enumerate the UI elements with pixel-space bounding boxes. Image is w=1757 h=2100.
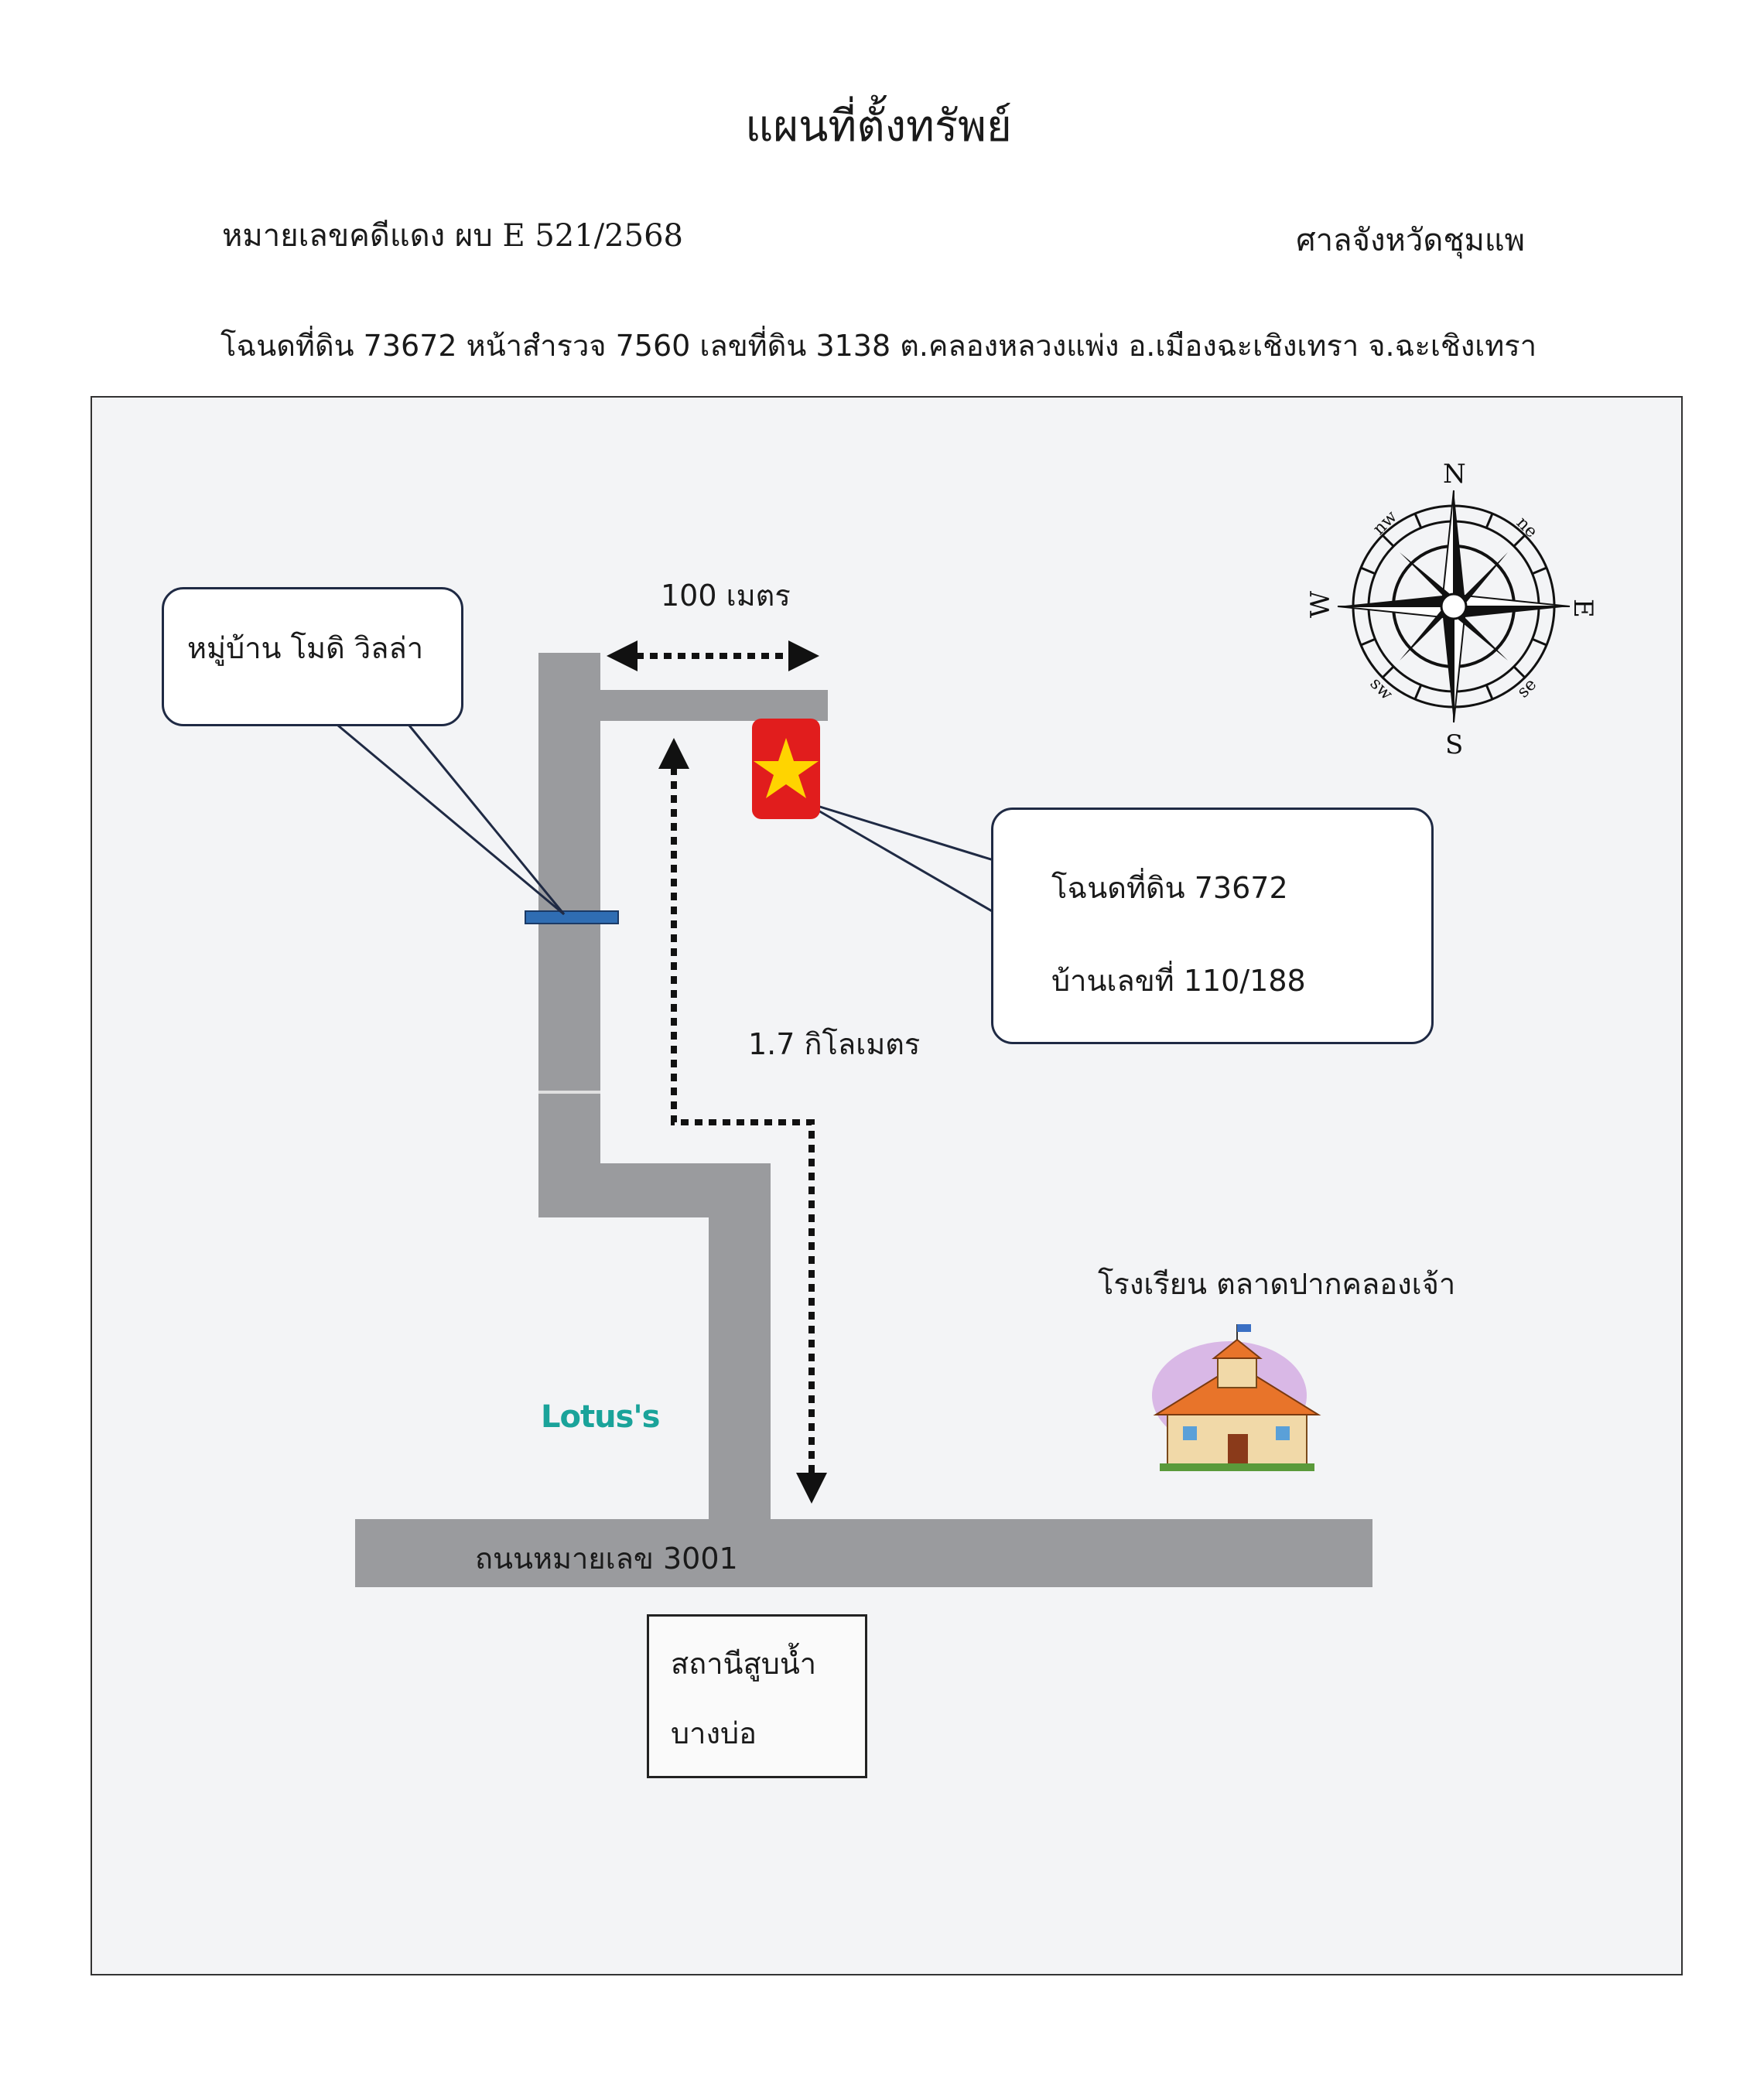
compass-rose-icon: N S E W nw ne sw se [1305, 459, 1598, 760]
compass-ne-label: ne [1513, 513, 1541, 541]
compass-se-label: se [1513, 675, 1540, 702]
main-road [355, 1519, 1372, 1587]
distance-side-label: 1.7 กิโลเมตร [748, 1027, 921, 1061]
distance-top-label: 100 เมตร [661, 579, 791, 613]
village-road-down [709, 1163, 771, 1519]
map-drawing: N S E W nw ne sw se [337, 459, 1598, 1587]
pump-station-line2: บางบ่อ [671, 1716, 757, 1750]
school-building-icon [1152, 1324, 1321, 1471]
property-callout-pointer [802, 800, 995, 914]
distance-arrow-side [658, 738, 827, 1504]
main-road-label: ถนนหมายเลข 3001 [475, 1542, 738, 1576]
pump-station-line1: สถานีสูบน้ำ [671, 1647, 817, 1681]
compass-sw-label: sw [1366, 674, 1396, 704]
pump-station-box: สถานีสูบน้ำ บางบ่อ [647, 1614, 867, 1778]
property-deed-label: โฉนดที่ดิน 73672 [1051, 871, 1288, 905]
deed-details: โฉนดที่ดิน 73672 หน้าสำรวจ 7560 เลขที่ดิ… [220, 329, 1537, 363]
property-callout: โฉนดที่ดิน 73672 บ้านเลขที่ 110/188 [991, 808, 1434, 1044]
village-road-vertical [538, 653, 600, 1217]
location-map: N S E W nw ne sw se [91, 396, 1683, 1975]
village-road-top [600, 690, 828, 721]
compass-east-label: E [1567, 599, 1598, 618]
property-house-number: บ้านเลขที่ 110/188 [1051, 964, 1306, 998]
village-label: หมู่บ้าน โมดิ วิลล่า [187, 631, 424, 665]
village-callout: หมู่บ้าน โมดิ วิลล่า [162, 587, 463, 726]
lotus-store-logo: Lotus's [541, 1399, 660, 1435]
compass-nw-label: nw [1369, 507, 1401, 539]
compass-north-label: N [1443, 459, 1466, 490]
page-title: แผนที่ตั้งทรัพย์ [745, 101, 1012, 152]
compass-west-label: W [1305, 591, 1336, 618]
court-name: ศาลจังหวัดชุมแพ [1296, 223, 1525, 258]
village-gate-marker [525, 910, 619, 924]
school-label: โรงเรียน ตลาดปากคลองเจ้า [1098, 1267, 1456, 1301]
compass-south-label: S [1445, 729, 1463, 760]
case-number: หมายเลขคดีแดง ผบ E 521/2568 [222, 218, 683, 254]
star-marker-icon [752, 719, 820, 819]
village-callout-pointer [337, 724, 566, 916]
